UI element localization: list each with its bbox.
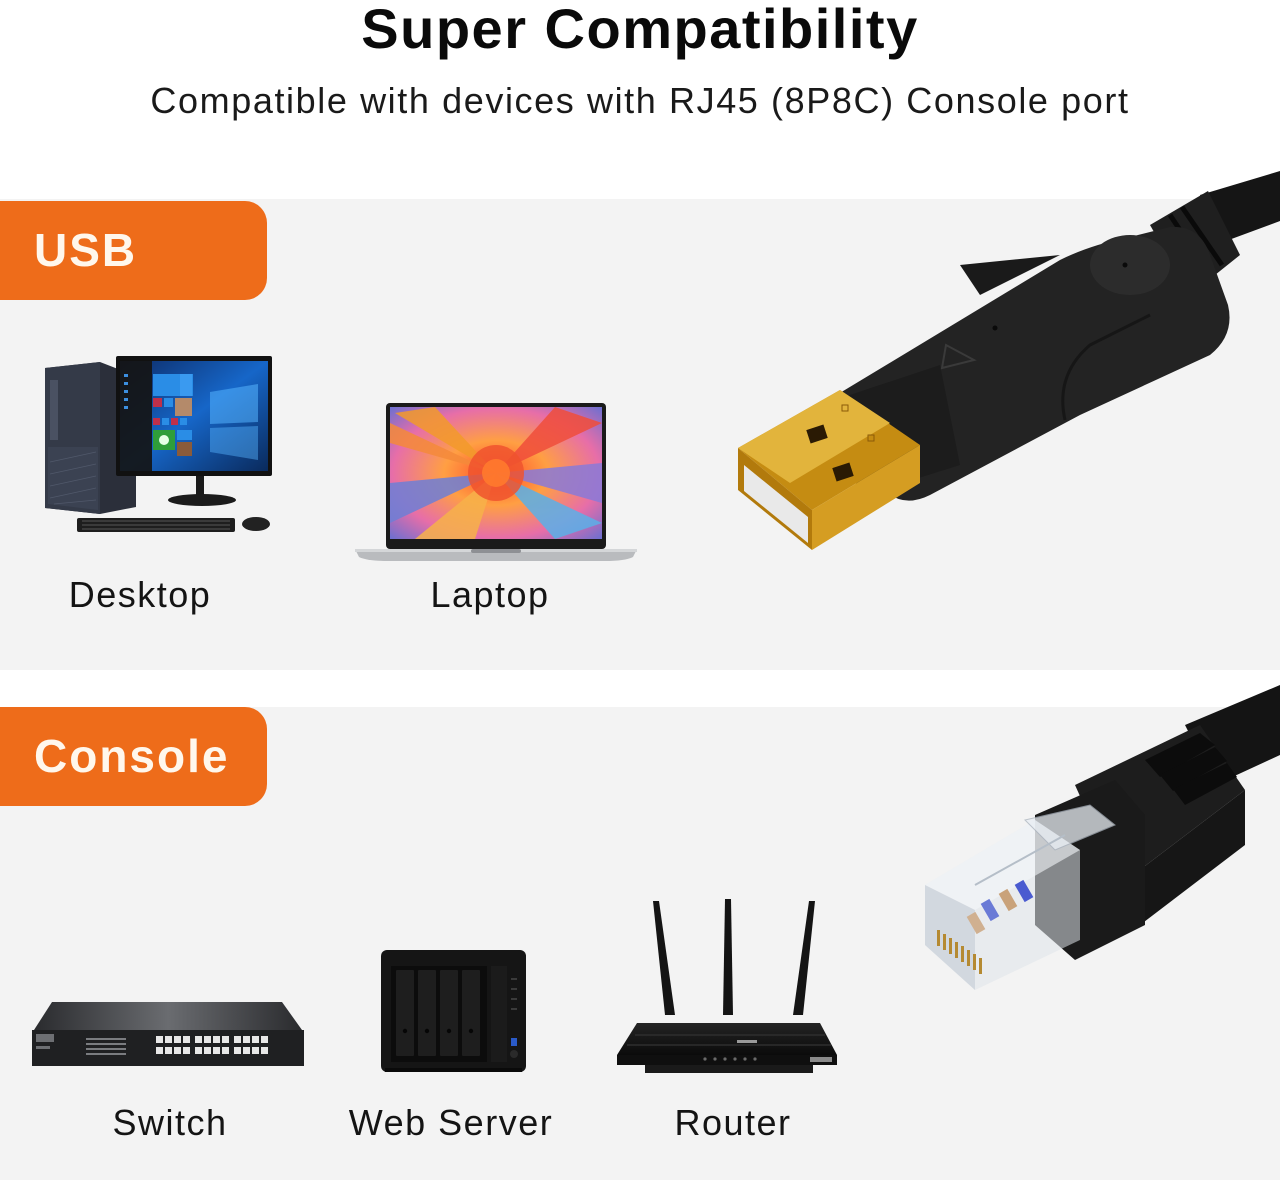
- page-subtitle: Compatible with devices with RJ45 (8P8C)…: [150, 80, 1130, 121]
- desktop-label: Desktop: [68, 574, 212, 615]
- rj45-connector: [915, 685, 1280, 1005]
- wifi-router-icon: [615, 895, 840, 1075]
- usb-section-tab: USB: [0, 201, 267, 300]
- laptop-icon: [355, 403, 637, 563]
- console-section-tab: Console: [0, 707, 267, 806]
- nas-server-icon: [381, 950, 526, 1075]
- network-switch-icon: [30, 1000, 305, 1068]
- page-title: Super Compatibility: [361, 0, 919, 60]
- usb-a-connector: [730, 165, 1280, 555]
- router-label: Router: [674, 1102, 792, 1143]
- laptop-label: Laptop: [430, 574, 550, 615]
- web-server-label: Web Server: [348, 1102, 554, 1143]
- switch-label: Switch: [112, 1102, 228, 1143]
- desktop-computer-icon: [40, 352, 275, 537]
